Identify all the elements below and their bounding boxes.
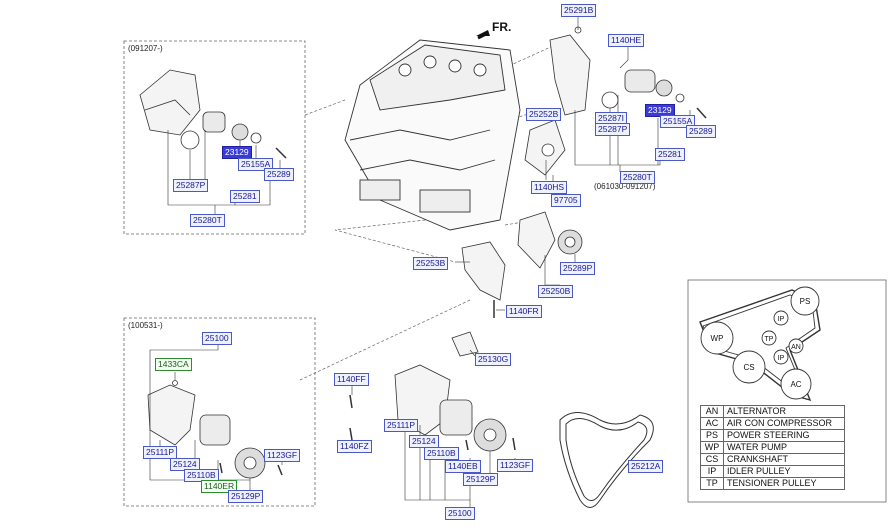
part-label-25289p[interactable]: 25289P [560,262,596,275]
frame-belt-layout [687,279,887,503]
legend-desc: AIR CON COMPRESSOR [723,417,845,430]
part-label-25280t-left[interactable]: 25280T [190,214,225,227]
pulley-label-ps: PS [800,297,811,306]
part-label-25281-right[interactable]: 25281 [655,148,685,161]
pulley-label-ip2: IP [778,355,785,362]
part-label-1140hs[interactable]: 1140HS [531,181,568,194]
part-label-25100-left[interactable]: 25100 [202,332,232,345]
pulley-wp [700,321,734,355]
part-label-1140fr[interactable]: 1140FR [506,305,542,318]
pulley-an [788,338,804,354]
pulley-label-ip1: IP [778,316,785,323]
pulley-label-ac: AC [790,380,801,389]
part-label-25253b[interactable]: 25253B [413,257,449,270]
direction-label: FR. [492,20,512,34]
part-label-25111p-left[interactable]: 25111P [143,446,178,459]
part-label-25100-center[interactable]: 25100 [445,507,475,520]
tensioner-assembly-left [139,69,287,159]
pulley-ac [780,368,812,400]
pulley-cs [732,350,766,384]
frame-label-bottom-left: (100531-) [128,321,163,330]
part-label-1140he[interactable]: 1140HE [608,34,645,47]
part-label-23129-right[interactable]: 23129 [645,104,675,117]
part-label-25252b[interactable]: 25252B [526,108,562,121]
legend-abbr: TP [700,477,724,490]
pulley-label-wp: WP [711,334,724,343]
belt-pulley-labels: PS WP IP TP AN IP CS AC [711,297,811,389]
legend-abbr: AC [700,417,724,430]
tensioner-assembly-right [524,26,707,176]
part-label-25155a-right[interactable]: 25155A [660,115,696,128]
part-label-25124-center[interactable]: 25124 [409,435,439,448]
fr-arrow-shaft [477,31,489,40]
part-label-1140ff[interactable]: 1140FF [334,373,369,386]
part-label-1123gf-left[interactable]: 1123GF [264,449,301,462]
legend-abbr: CS [700,453,724,466]
pulley-label-an: AN [791,344,801,351]
pulley-label-tp: TP [765,336,774,343]
legend-desc: ALTERNATOR [723,405,845,418]
engine-block [344,39,521,231]
frame-bottom-left [123,317,316,507]
part-label-25281-left[interactable]: 25281 [230,190,260,203]
part-label-25130g[interactable]: 25130G [475,353,512,366]
part-label-25129p-center[interactable]: 25129P [463,473,499,486]
part-label-23129-left[interactable]: 23129 [222,146,252,159]
legend-abbr: PS [700,429,724,442]
part-label-25280t-right[interactable]: 25280T [620,171,655,184]
pulley-ps [790,286,820,316]
part-label-1140eb[interactable]: 1140EB [445,460,481,473]
idler-pulley-assembly [451,211,583,357]
water-pump-left [147,380,283,479]
part-label-1140fz[interactable]: 1140FZ [337,440,372,453]
part-label-1140er[interactable]: 1140ER [201,480,238,493]
pulley-ip2 [773,349,789,365]
part-label-25289-left[interactable]: 25289 [264,168,294,181]
frame-label-top-left: (091207-) [128,44,163,53]
legend-abbr: IP [700,465,724,478]
legend-desc: IDLER PULLEY [723,465,845,478]
pulley-tp [761,330,777,346]
legend-desc: WATER PUMP [723,441,845,454]
legend-abbr: AN [700,405,724,418]
part-label-1123gf-center[interactable]: 1123GF [497,459,534,472]
part-label-25155a-left[interactable]: 25155A [238,158,274,171]
part-label-25287p-right[interactable]: 25287P [595,123,631,136]
frame-top-left [123,40,306,235]
legend-desc: TENSIONER PULLEY [723,477,845,490]
part-label-1433ca[interactable]: 1433CA [155,358,192,371]
pulley-ip1 [773,310,789,326]
part-label-25289-right[interactable]: 25289 [686,125,716,138]
range-label-right: (061030-091207) [594,182,656,191]
part-label-25287p-left[interactable]: 25287P [173,179,209,192]
part-label-25212a[interactable]: 25212A [628,460,664,473]
part-label-25291b[interactable]: 25291B [561,4,597,17]
drive-belt [559,412,654,508]
part-label-25110b-center[interactable]: 25110B [424,447,459,460]
part-label-25111p-center[interactable]: 25111P [384,419,419,432]
legend-abbr: WP [700,441,724,454]
pulley-label-cs: CS [743,363,754,372]
legend-desc: CRANKSHAFT [723,453,845,466]
legend-desc: POWER STEERING [723,429,845,442]
part-label-25129p-left[interactable]: 25129P [228,490,264,503]
part-label-97705[interactable]: 97705 [551,194,581,207]
part-label-25250b[interactable]: 25250B [538,285,574,298]
belt-routing-diagram [699,286,821,402]
